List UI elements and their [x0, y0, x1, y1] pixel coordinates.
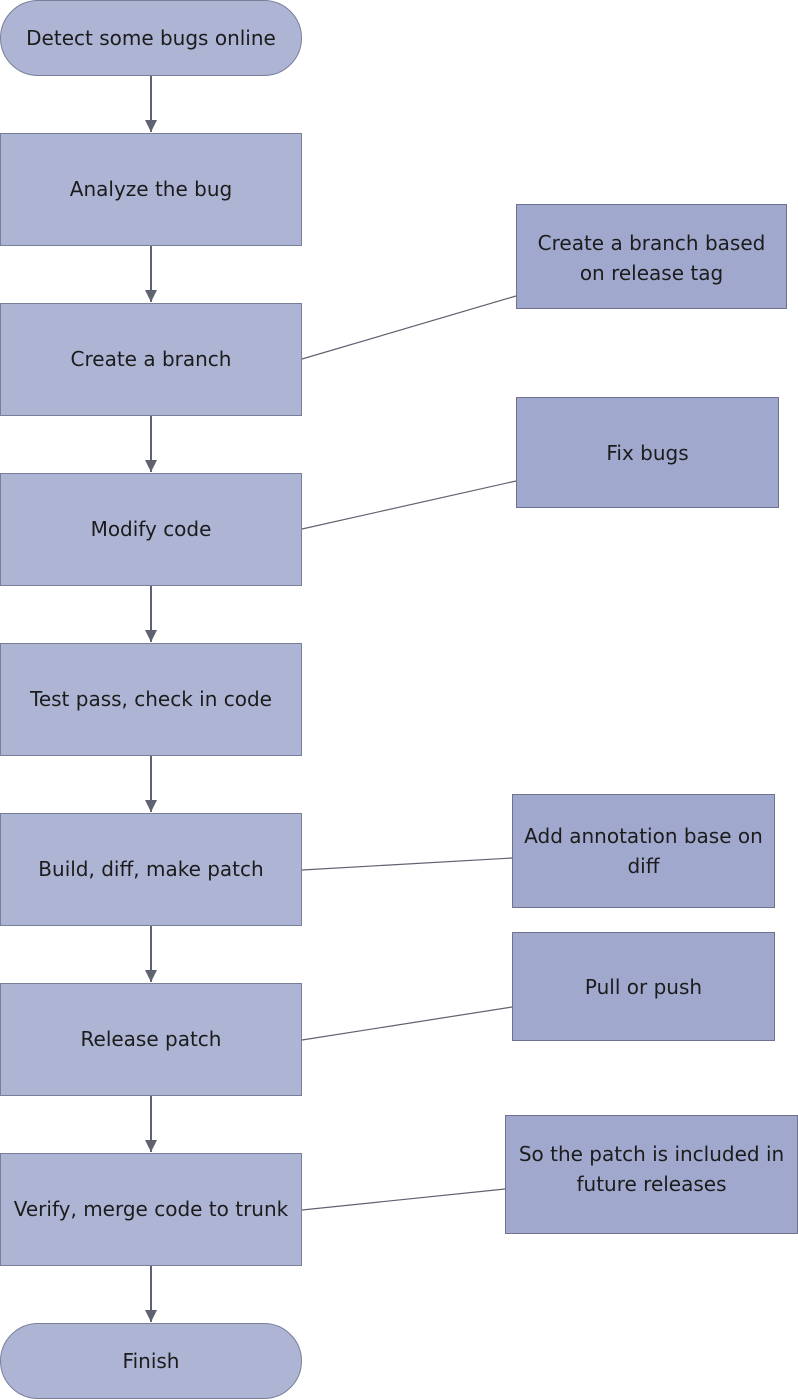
end-terminal: Finish: [0, 1323, 302, 1399]
step-build-diff-patch: Build, diff, make patch: [0, 813, 302, 926]
note-connector-build: [301, 857, 513, 871]
step-modify-code: Modify code: [0, 473, 302, 586]
note-add-annotation: Add annotation base on diff: [512, 794, 775, 908]
note-label: Fix bugs: [606, 440, 689, 465]
note-connector-modify: [301, 480, 517, 530]
step-label: Analyze the bug: [69, 177, 233, 201]
note-branch-release-tag: Create a branch based on release tag: [516, 204, 787, 309]
note-connector-release: [301, 1006, 513, 1041]
start-terminal: Detect some bugs online: [0, 0, 302, 76]
note-label: Create a branch based on release tag: [537, 231, 766, 285]
note-connector-branch: [301, 295, 517, 360]
step-label: Create a branch: [70, 347, 232, 371]
step-test-check-in: Test pass, check in code: [0, 643, 302, 756]
note-connector-verify: [301, 1188, 506, 1211]
step-analyze-bug: Analyze the bug: [0, 133, 302, 246]
end-terminal-label: Finish: [122, 1348, 180, 1373]
step-label: Test pass, check in code: [30, 687, 272, 711]
step-label: Build, diff, make patch: [38, 857, 264, 881]
note-fix-bugs: Fix bugs: [516, 397, 779, 508]
note-label: Add annotation base on diff: [524, 824, 763, 878]
note-label: So the patch is included in future relea…: [518, 1142, 785, 1196]
start-terminal-label: Detect some bugs online: [26, 25, 276, 50]
note-pull-or-push: Pull or push: [512, 932, 775, 1041]
note-future-releases: So the patch is included in future relea…: [505, 1115, 798, 1234]
note-label: Pull or push: [584, 974, 703, 999]
step-create-branch: Create a branch: [0, 303, 302, 416]
step-label: Modify code: [90, 517, 212, 541]
step-label: Release patch: [80, 1027, 222, 1051]
step-label: Verify, merge code to trunk: [13, 1197, 289, 1221]
step-verify-merge: Verify, merge code to trunk: [0, 1153, 302, 1266]
step-release-patch: Release patch: [0, 983, 302, 1096]
